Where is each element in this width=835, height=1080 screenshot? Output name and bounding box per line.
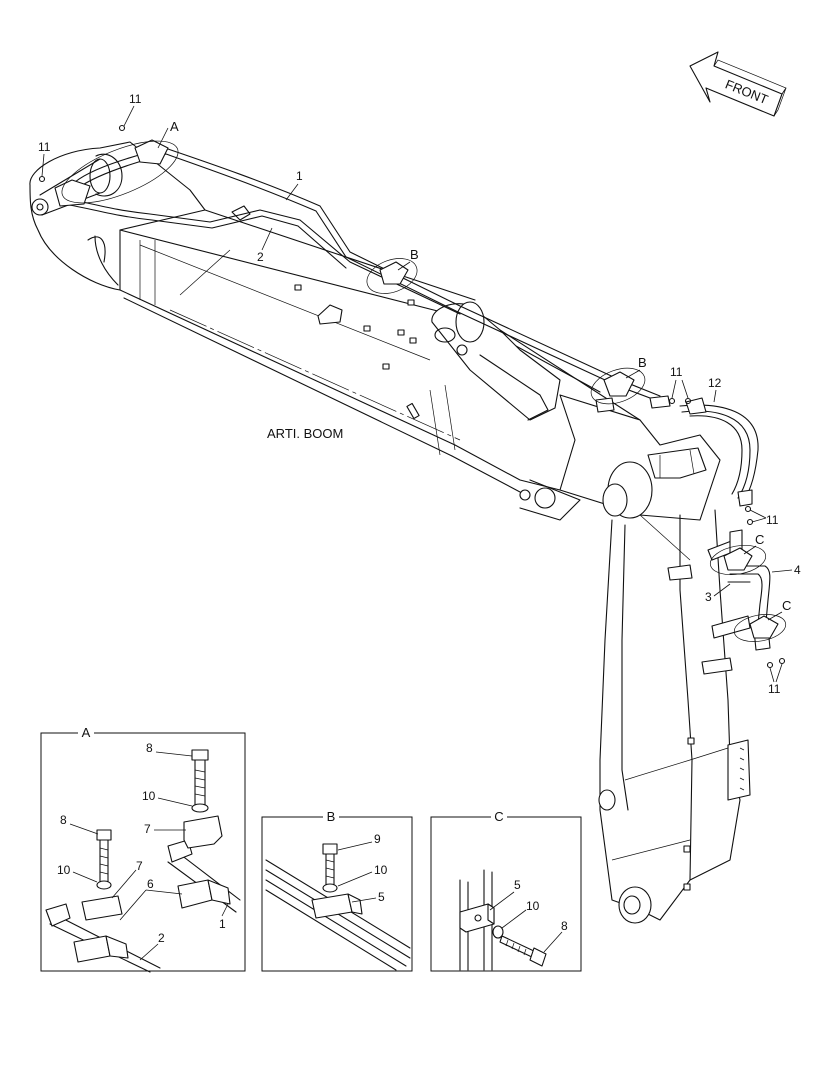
callout-seal-11-b: 11	[38, 140, 51, 154]
callout-pipe-4: 4	[794, 563, 801, 577]
inset-a-pipe-1: 1	[219, 917, 226, 931]
inset-detail-c: C 5 10 8	[430, 809, 582, 972]
inset-a-title: A	[82, 725, 91, 740]
callout-seal-11-a: 11	[129, 92, 142, 106]
detail-ref-a: A	[170, 119, 179, 134]
inset-a-clamp-left: 7	[136, 859, 143, 873]
part-callouts: 1 2 11 11 11 12 11 4 3 11 ARTI. BOOM	[38, 92, 801, 696]
inset-a-washer-left: 10	[57, 863, 71, 877]
hydraulic-piping	[54, 139, 779, 651]
callout-pipe-2: 2	[257, 250, 264, 264]
inset-b-washer: 10	[374, 863, 388, 877]
detail-ref-c1: C	[755, 532, 764, 547]
inset-a-clamp-lower: 6	[147, 877, 154, 891]
callout-seal-11-d: 11	[766, 513, 779, 527]
callout-hose-12: 12	[708, 376, 722, 390]
inset-detail-b: B 9 10 5	[261, 809, 413, 972]
callout-pipe-3: 3	[705, 590, 712, 604]
inset-a-clamp-top: 7	[144, 822, 151, 836]
callout-pipe-1: 1	[296, 169, 303, 183]
detail-ref-b2: B	[638, 355, 647, 370]
front-direction-arrow: FRONT	[689, 51, 787, 117]
inset-b-bolt: 9	[374, 832, 381, 846]
arti-boom-body	[29, 141, 751, 924]
inset-b-clamp: 5	[378, 890, 385, 904]
detail-ref-c2: C	[782, 598, 791, 613]
inset-a-washer-top: 10	[142, 789, 156, 803]
inset-b-title: B	[327, 809, 336, 824]
detail-reference-markers: A B B C C	[61, 119, 791, 642]
inset-detail-a: A 8 10 7 8 10 7 6	[40, 725, 246, 973]
detail-ref-b1: B	[410, 247, 419, 262]
inset-a-bolt-top: 8	[146, 741, 153, 755]
inset-a-bolt-left: 8	[60, 813, 67, 827]
inset-a-pipe-2: 2	[158, 931, 165, 945]
inset-c-title: C	[494, 809, 503, 824]
callout-seal-11-e: 11	[768, 682, 781, 696]
inset-c-clamp: 5	[514, 878, 521, 892]
inset-c-washer: 10	[526, 899, 540, 913]
inset-c-bolt: 8	[561, 919, 568, 933]
diagram-title: ARTI. BOOM	[267, 426, 343, 441]
callout-seal-11-c: 11	[670, 365, 683, 379]
